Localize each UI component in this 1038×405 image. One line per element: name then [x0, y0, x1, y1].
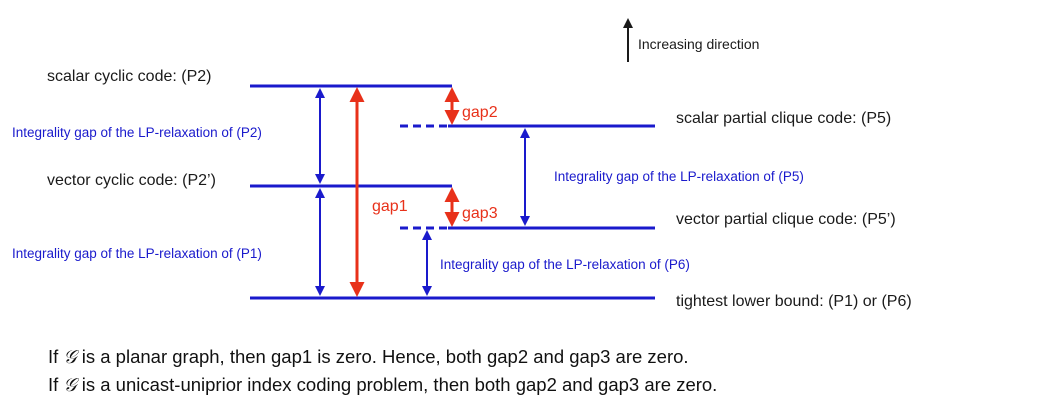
note-2-prefix: If [48, 374, 64, 395]
label-gap1: gap1 [372, 198, 408, 215]
label-p2: scalar cyclic code: (P2) [47, 68, 212, 85]
graph-symbol: 𝒢 [63, 375, 77, 396]
graph-symbol: 𝒢 [63, 347, 77, 368]
note-1-prefix: If [48, 346, 64, 367]
note-2-text: is a unicast-uniprior index coding probl… [76, 374, 718, 395]
label-p5prime: vector partial clique code: (P5’) [676, 211, 896, 228]
note-1-text: is a planar graph, then gap1 is zero. He… [76, 346, 689, 367]
label-gap-p1: Integrality gap of the LP-relaxation of … [12, 246, 262, 261]
label-gap-p2: Integrality gap of the LP-relaxation of … [12, 125, 262, 140]
label-gap-p6: Integrality gap of the LP-relaxation of … [440, 257, 690, 272]
label-gap3: gap3 [462, 205, 498, 222]
label-gap2: gap2 [462, 104, 498, 121]
label-lower-bound: tightest lower bound: (P1) or (P6) [676, 293, 912, 310]
label-p2prime: vector cyclic code: (P2’) [47, 172, 216, 189]
increasing-direction-label: Increasing direction [638, 36, 759, 52]
label-p5: scalar partial clique code: (P5) [676, 110, 891, 127]
note-unicast-uniprior: If 𝒢 is a unicast-uniprior index coding … [48, 374, 717, 396]
note-planar-graph: If 𝒢 is a planar graph, then gap1 is zer… [48, 346, 689, 368]
label-gap-p5: Integrality gap of the LP-relaxation of … [554, 169, 804, 184]
